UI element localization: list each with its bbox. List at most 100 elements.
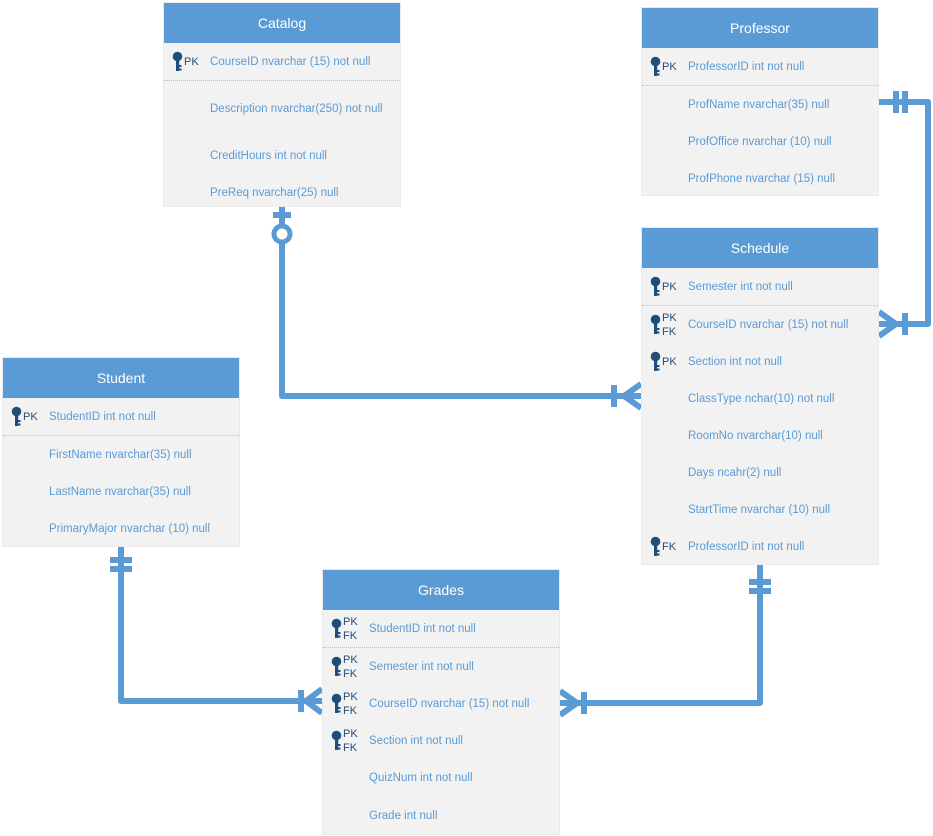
column-row[interactable]: ProfPhone nvarchar (15) null bbox=[642, 160, 878, 197]
key-code: PK bbox=[343, 615, 358, 628]
key-code: PK bbox=[23, 410, 38, 423]
key-cell: PK bbox=[164, 51, 210, 73]
column-definition: CreditHours int not null bbox=[210, 149, 327, 162]
key-cell: PK bbox=[642, 56, 688, 78]
key-cell: PK bbox=[642, 276, 688, 298]
column-definition: QuizNum int not null bbox=[369, 771, 473, 784]
connector-student-grades[interactable] bbox=[118, 547, 322, 704]
key-code: PK bbox=[662, 60, 677, 73]
key-icon bbox=[650, 56, 661, 76]
column-row[interactable]: Days ncahr(2) null bbox=[642, 454, 878, 491]
column-definition: PreReq nvarchar(25) null bbox=[210, 186, 339, 199]
connector-schedule-grades[interactable] bbox=[560, 565, 763, 706]
key-icon bbox=[11, 406, 22, 426]
grades-schedule-crowfoot bbox=[558, 688, 580, 718]
entity-title: Grades bbox=[323, 570, 559, 610]
schedule-professor-crowfoot bbox=[877, 309, 899, 339]
column-definition: ProfPhone nvarchar (15) null bbox=[688, 172, 836, 185]
column-row[interactable]: PrimaryMajor nvarchar (10) null bbox=[3, 510, 239, 548]
column-definition: StudentID int not null bbox=[49, 410, 156, 423]
key-code: FK bbox=[662, 541, 677, 553]
column-row[interactable]: Grade int null bbox=[323, 796, 559, 836]
key-code: PK bbox=[343, 690, 358, 703]
key-code: FK bbox=[662, 325, 677, 338]
key-icon bbox=[650, 314, 661, 334]
connector-professor-schedule[interactable] bbox=[879, 99, 931, 327]
column-row[interactable]: StartTime nvarchar (10) null bbox=[642, 491, 878, 528]
column-row[interactable]: LastName nvarchar(35) null bbox=[3, 473, 239, 510]
key-code: FK bbox=[343, 741, 358, 754]
column-row[interactable]: PreReq nvarchar(25) null bbox=[164, 174, 400, 211]
column-row[interactable]: PK StudentID int not null bbox=[3, 398, 239, 436]
column-definition: CourseID nvarchar (15) not null bbox=[688, 318, 849, 331]
column-row[interactable]: QuizNum int not null bbox=[323, 759, 559, 796]
column-definition: ProfOffice nvarchar (10) null bbox=[688, 135, 832, 148]
key-code: PK bbox=[184, 55, 199, 68]
column-definition: Section int not null bbox=[688, 355, 782, 368]
column-definition: Section int not null bbox=[369, 734, 463, 747]
column-definition: StudentID int not null bbox=[369, 622, 476, 635]
column-definition: PrimaryMajor nvarchar (10) null bbox=[49, 523, 211, 535]
column-definition: Grade int null bbox=[369, 810, 438, 822]
key-code: PK bbox=[343, 653, 358, 666]
key-code: FK bbox=[343, 704, 358, 717]
key-icon bbox=[331, 730, 342, 750]
column-row[interactable]: CreditHours int not null bbox=[164, 137, 400, 174]
key-codes: PK bbox=[662, 280, 677, 294]
key-codes: PK bbox=[184, 55, 199, 69]
column-row[interactable]: ProfName nvarchar(35) null bbox=[642, 86, 878, 123]
column-definition: CourseID nvarchar (15) not null bbox=[210, 55, 371, 68]
entity-title: Professor bbox=[642, 8, 878, 48]
key-icon bbox=[331, 618, 342, 638]
column-row[interactable]: FirstName nvarchar(35) null bbox=[3, 436, 239, 473]
key-codes: PK bbox=[662, 60, 677, 74]
column-definition: CourseID nvarchar (15) not null bbox=[369, 697, 530, 710]
key-icon bbox=[650, 276, 661, 296]
column-row[interactable]: RoomNo nvarchar(10) null bbox=[642, 417, 878, 454]
entity-title: Catalog bbox=[164, 3, 400, 43]
key-code: FK bbox=[343, 667, 358, 680]
key-icon bbox=[331, 656, 342, 676]
column-definition: FirstName nvarchar(35) null bbox=[49, 448, 192, 461]
column-definition: ClassType nchar(10) not null bbox=[688, 392, 835, 405]
key-cell: PK bbox=[3, 406, 49, 428]
key-codes: PK bbox=[23, 410, 38, 424]
key-icon bbox=[331, 693, 342, 713]
key-icon bbox=[650, 536, 661, 556]
column-row[interactable]: PK CourseID nvarchar (15) not null bbox=[164, 43, 400, 81]
column-row[interactable]: Description nvarchar(250) not null bbox=[164, 81, 400, 137]
grades-student-crowfoot bbox=[303, 686, 324, 716]
column-row[interactable]: ClassType nchar(10) not null bbox=[642, 380, 878, 417]
column-definition: ProfName nvarchar(35) null bbox=[688, 98, 830, 111]
column-definition: Days ncahr(2) null bbox=[688, 466, 782, 479]
column-definition: LastName nvarchar(35) null bbox=[49, 485, 191, 498]
key-icon bbox=[172, 51, 183, 71]
column-row[interactable]: ProfOffice nvarchar (10) null bbox=[642, 123, 878, 160]
key-code: PK bbox=[662, 280, 677, 293]
connector-catalog-schedule[interactable] bbox=[279, 207, 641, 399]
